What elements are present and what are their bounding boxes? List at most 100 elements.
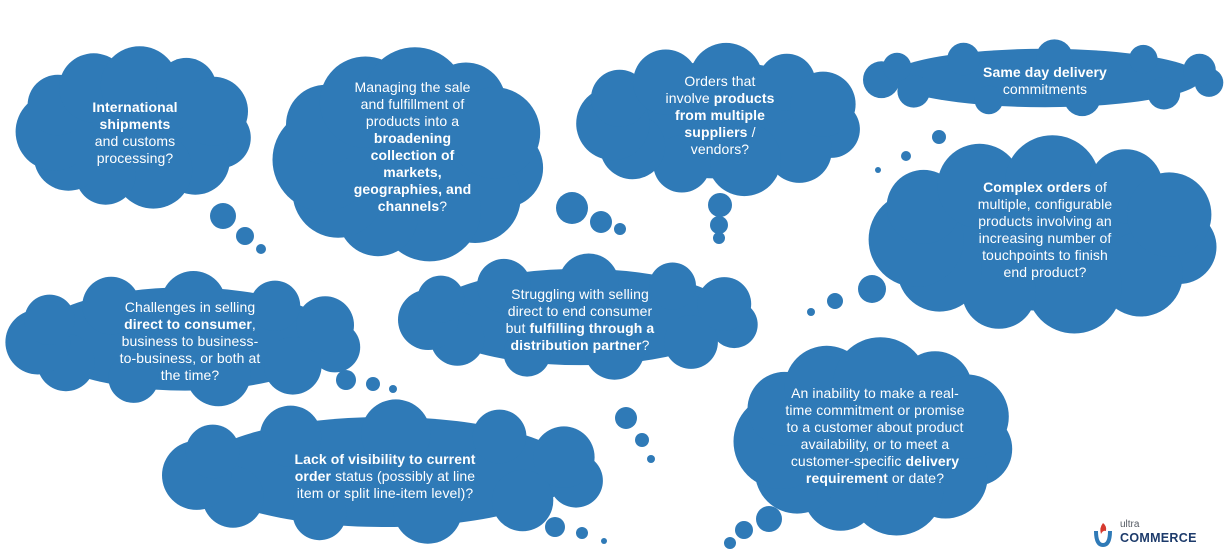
cloud-text-line: Orders that	[650, 73, 790, 90]
logo-ultra-text: ultra	[1120, 519, 1140, 530]
plain-text: /	[747, 123, 756, 140]
thought-bubble-dot	[615, 407, 637, 429]
cloud-text-line: suppliers /	[650, 124, 790, 141]
thought-bubble-dot	[756, 506, 782, 532]
plain-text: of	[1091, 179, 1107, 195]
cloud-lobe	[924, 374, 1009, 459]
cloud-lobe	[974, 85, 1004, 115]
plain-text: Managing the sale	[354, 79, 471, 95]
cloud-text-line: shipments	[75, 116, 195, 133]
cloud-markets	[272, 47, 626, 262]
plain-text: to-business, or both at	[119, 349, 261, 366]
cloud-text-line: from multiple	[650, 107, 790, 124]
cloud-lobe	[558, 253, 619, 314]
plain-text: products involving an	[978, 213, 1112, 229]
cloud-lobe	[653, 135, 711, 193]
cloud-lobe	[161, 271, 226, 336]
thought-bubble-dot	[932, 130, 946, 144]
emphasis-text: distribution partner	[510, 337, 642, 353]
emphasis-text: products	[713, 89, 775, 106]
emphasis-text: channels	[377, 198, 440, 214]
cloud-d2c	[5, 271, 397, 407]
cloud-lobe	[1063, 79, 1101, 117]
cloud-lobe	[897, 75, 930, 108]
emphasis-text: markets,	[383, 164, 442, 180]
cloud-text-line: touchpoints to finish	[950, 247, 1140, 264]
cloud-text-line: business to business-	[95, 333, 285, 350]
cloud-lobe	[707, 122, 781, 197]
cloud-lobe	[259, 405, 322, 467]
plain-text: the time?	[160, 366, 220, 383]
cloud-lobe	[1036, 39, 1073, 77]
cloud-lobe	[533, 426, 595, 488]
emphasis-text: International	[92, 99, 178, 115]
cloud-text-line: to a customer about product	[770, 419, 980, 436]
thought-bubble-dot	[647, 455, 655, 463]
emphasis-text: suppliers	[684, 123, 748, 140]
cloud-text-line: broadening	[345, 130, 480, 147]
cloud-text-line: time commitment or promise	[770, 402, 980, 419]
cloud-text-line: An inability to make a real-	[770, 385, 980, 402]
thought-bubble-dot	[256, 244, 266, 254]
plain-text: increasing number of	[978, 230, 1112, 246]
ultra-commerce-logo-icon	[1094, 523, 1112, 547]
plain-text: An inability to make a real-	[791, 385, 959, 401]
emphasis-text: from multiple	[675, 106, 765, 123]
emphasis-text: requirement	[805, 470, 888, 486]
thought-bubble-dot	[236, 227, 254, 245]
cloud-visibility	[162, 399, 607, 544]
cloud-lobe	[790, 71, 856, 137]
cloud-lobe	[292, 486, 347, 541]
thought-bubble-dot	[556, 192, 588, 224]
thought-bubble-dot	[875, 167, 881, 173]
ultra-commerce-logo: ultra COMMERCE	[1090, 517, 1210, 553]
cloud-lobe	[114, 130, 193, 209]
emphasis-text: Same day delivery	[983, 64, 1107, 80]
cloud-text-line: geographies, and	[345, 181, 480, 198]
cloud-text-line: Challenges in selling	[95, 299, 285, 316]
thought-bubble-dot	[336, 370, 356, 390]
thought-bubble-dot	[389, 385, 397, 393]
cloud-lobe	[1147, 76, 1181, 110]
cloud-lobe	[449, 87, 541, 179]
thought-bubble-dot	[614, 223, 626, 235]
cloud-international	[15, 46, 266, 254]
cloud-text-line: Managing the sale	[345, 79, 480, 96]
cloud-text-line: vendors?	[650, 141, 790, 158]
thought-bubble-dot	[590, 211, 612, 233]
cloud-text-line: Complex orders of	[950, 179, 1140, 196]
plain-text: to a customer about product	[786, 419, 964, 435]
emphasis-text: Lack of visibility to current	[294, 450, 476, 467]
emphasis-text: geographies, and	[353, 181, 472, 197]
cloud-lobe	[178, 76, 248, 146]
cloud-text-line: and fulfillment of	[345, 96, 480, 113]
cloud-lobe	[108, 352, 159, 403]
plain-text: touchpoints to finish	[982, 247, 1108, 263]
cloud-text-line: availability, or to meet a	[770, 436, 980, 453]
cloud-lobe	[24, 294, 75, 345]
cloud-text-line: and customs	[75, 133, 195, 150]
thought-bubble-dot	[545, 517, 565, 537]
emphasis-text: collection of	[370, 147, 455, 163]
cloud-lobe	[1183, 53, 1216, 87]
cloud-lobe	[417, 275, 465, 323]
plain-text: item or split line-item level)?	[296, 484, 474, 501]
cloud-lobe	[689, 42, 763, 117]
cloud-text-line: end product?	[950, 264, 1140, 281]
thought-bubble-dot	[724, 537, 736, 549]
cloud-lobe	[264, 337, 322, 395]
cloud-lobe	[393, 474, 463, 544]
emphasis-text: delivery	[905, 453, 960, 469]
cloud-text-line: commitments	[935, 81, 1155, 98]
cloud-commitment	[724, 337, 1013, 549]
plain-text: Challenges in selling	[124, 298, 256, 315]
